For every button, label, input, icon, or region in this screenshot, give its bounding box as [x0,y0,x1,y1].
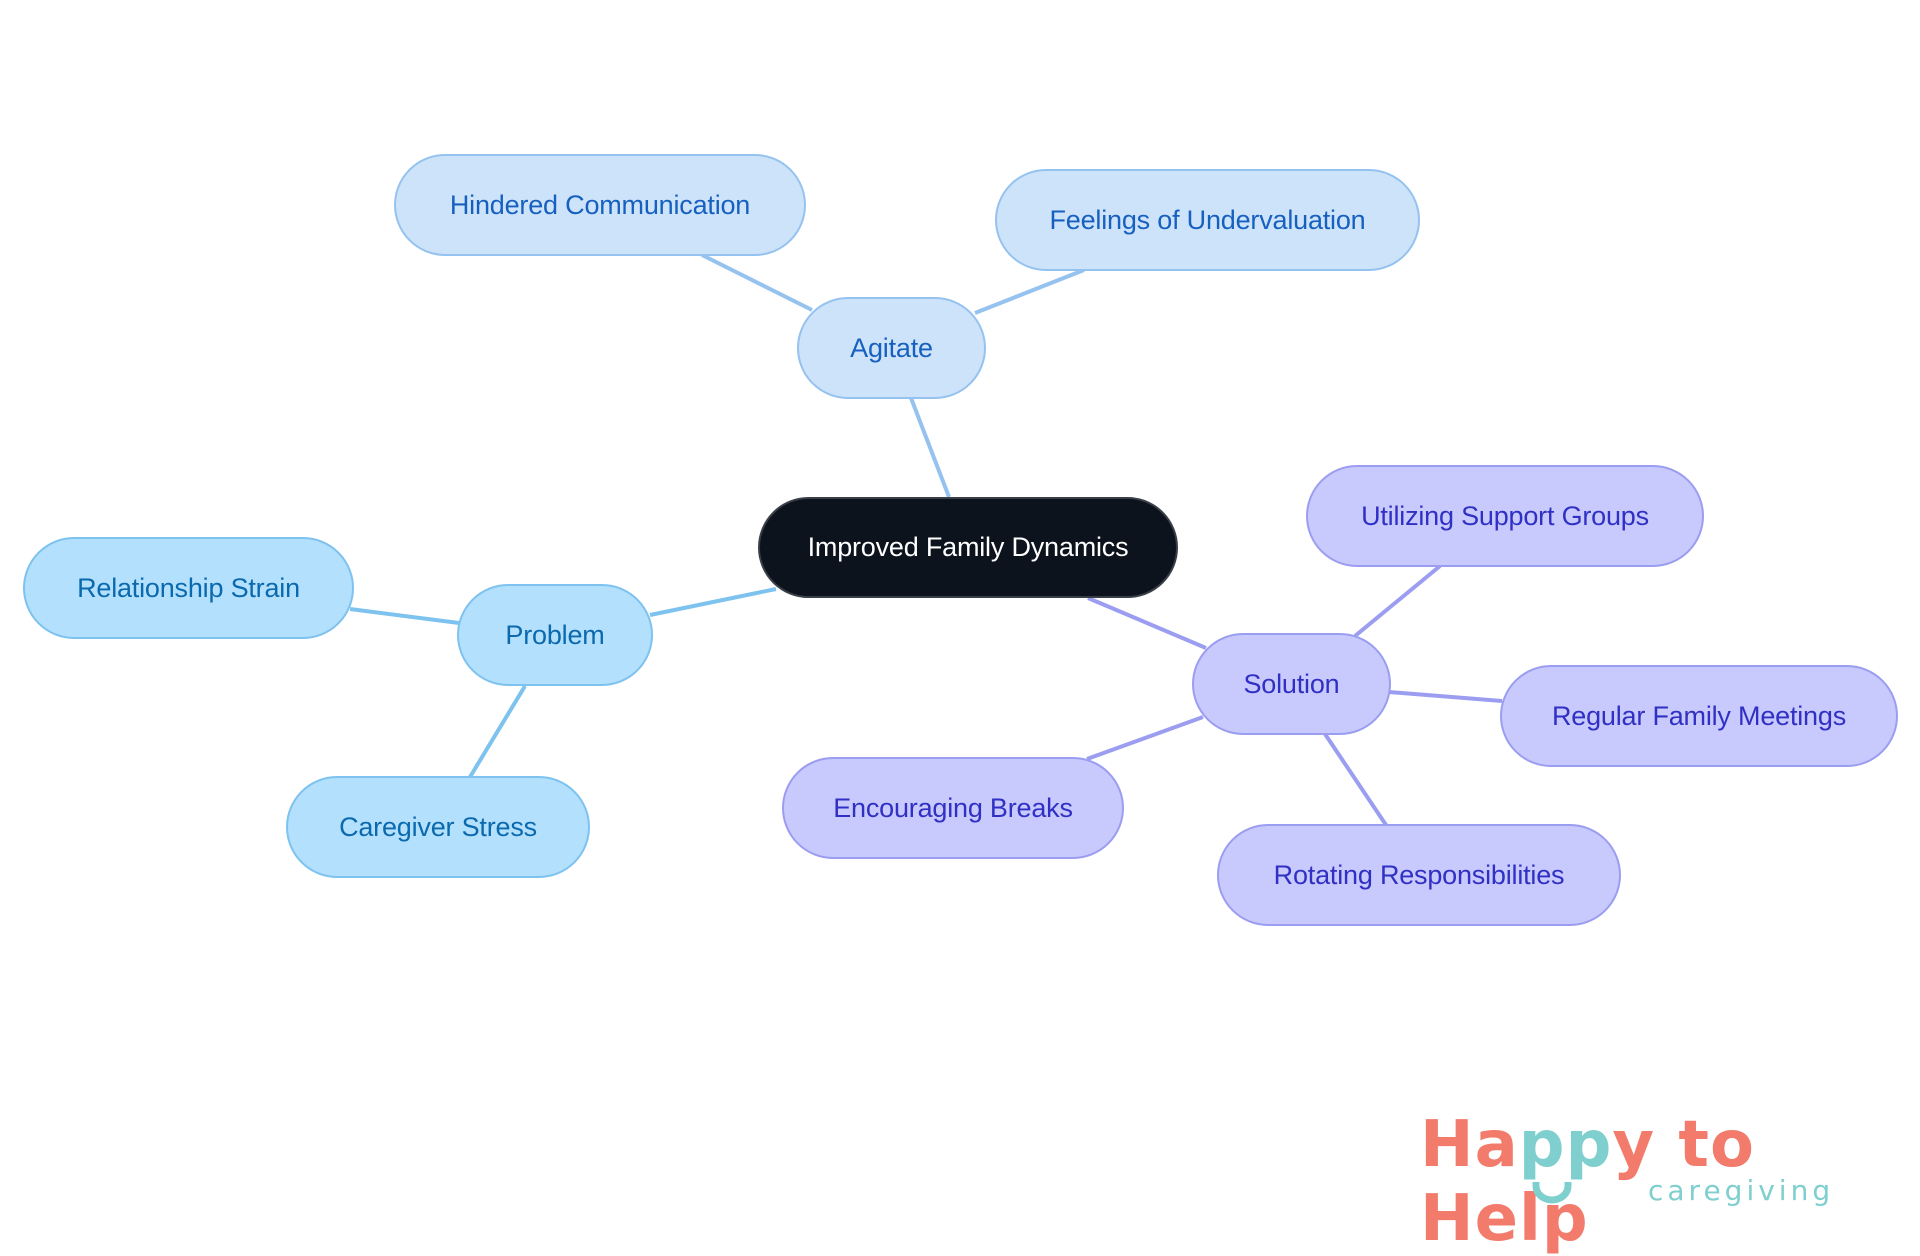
problem-node[interactable]: Problem [457,584,653,686]
edge-solution-breaks [1086,715,1204,761]
encouraging-breaks-node[interactable]: Encouraging Breaks [782,757,1124,859]
feelings-of-undervaluation-node[interactable]: Feelings of Undervaluation [995,169,1420,271]
logo-text-pp: pp [1518,1108,1613,1182]
solution-node-label: Solution [1243,668,1340,699]
edge-problem-caregiver [468,684,527,779]
smile-icon [1532,1182,1572,1204]
agitate-node[interactable]: Agitate [797,297,986,399]
regular-family-meetings-node[interactable]: Regular Family Meetings [1500,665,1898,767]
edge-problem-relationship [349,607,460,625]
utilizing-support-groups-label: Utilizing Support Groups [1361,500,1649,531]
caregiver-stress-node[interactable]: Caregiver Stress [286,776,590,878]
edge-solution-support [1353,564,1442,638]
logo-tagline: caregiving [1648,1174,1835,1207]
logo-text-ha: Ha [1420,1108,1519,1182]
root-node-label: Improved Family Dynamics [807,532,1129,562]
utilizing-support-groups-node[interactable]: Utilizing Support Groups [1306,465,1704,567]
relationship-strain-label: Relationship Strain [77,572,300,603]
edge-solution-meetings [1388,690,1503,703]
connector-lines [349,253,1503,827]
mind-map-canvas: Improved Family Dynamics Problem Relatio… [23,154,1898,1256]
regular-family-meetings-label: Regular Family Meetings [1551,700,1846,731]
edge-agitate-feelings [974,268,1085,315]
hindered-communication-node[interactable]: Hindered Communication [394,154,806,256]
feelings-of-undervaluation-label: Feelings of Undervaluation [1049,204,1366,235]
encouraging-breaks-label: Encouraging Breaks [833,792,1073,823]
relationship-strain-node[interactable]: Relationship Strain [23,537,354,639]
edge-solution-rotating [1323,732,1388,827]
rotating-responsibilities-node[interactable]: Rotating Responsibilities [1217,824,1621,926]
problem-node-label: Problem [505,619,605,650]
root-node[interactable]: Improved Family Dynamics [758,497,1178,598]
edge-root-agitate [909,397,951,498]
agitate-node-label: Agitate [850,332,933,363]
caregiver-stress-label: Caregiver Stress [339,811,537,842]
solution-node[interactable]: Solution [1192,633,1391,735]
rotating-responsibilities-label: Rotating Responsibilities [1273,859,1565,890]
hindered-communication-label: Hindered Communication [449,189,751,220]
edge-root-solution [1087,596,1207,650]
edge-root-problem [649,587,777,617]
happy-to-help-logo: Happy to Help caregiving [1420,1108,1880,1256]
edge-agitate-hindered [701,253,813,312]
